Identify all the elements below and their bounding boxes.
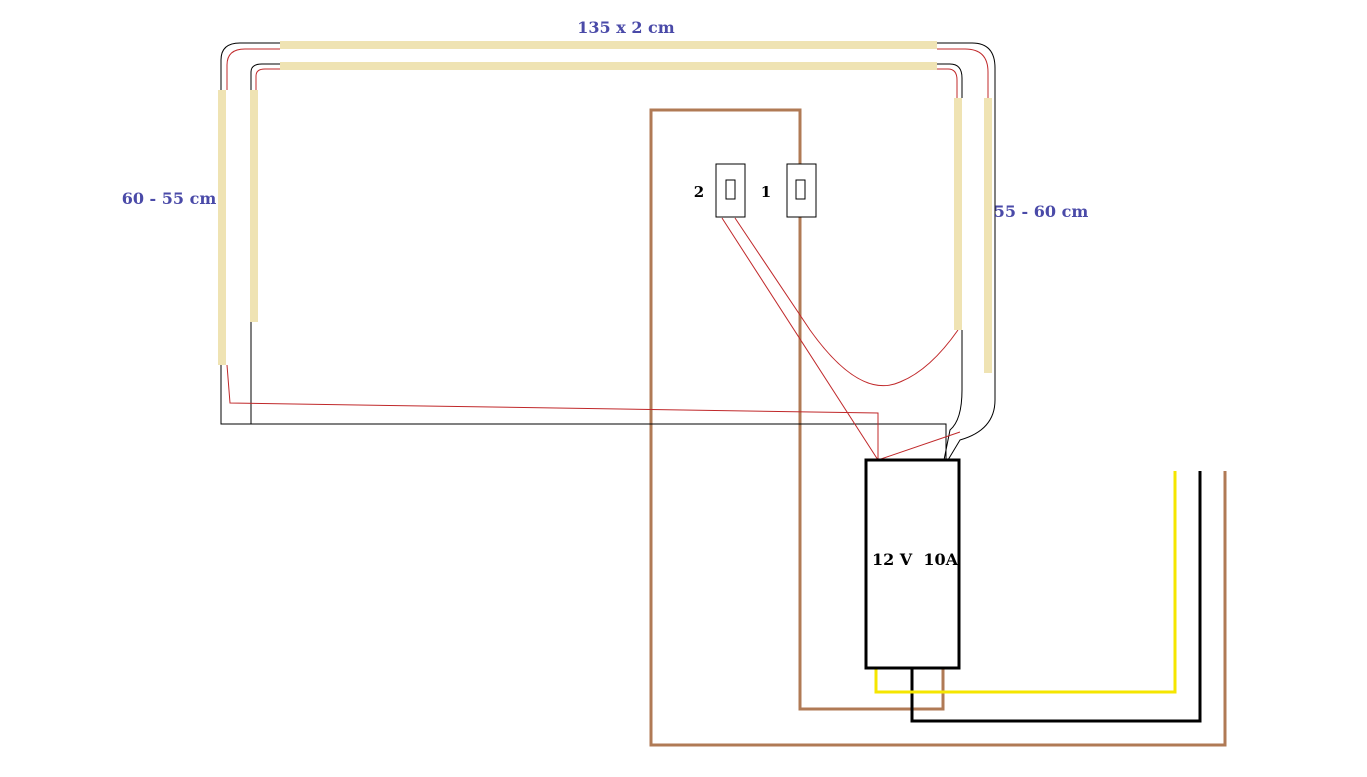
mains-black-wire — [910, 471, 1202, 723]
led-strip-top-inner — [280, 62, 937, 70]
positive-wire-outer-right — [937, 48, 989, 98]
left-strip-label: 60 - 55 cm — [122, 189, 217, 208]
positive-wire-psu-right — [877, 431, 961, 461]
led-strip-right-inner — [954, 98, 962, 330]
positive-wire-switch2-b — [734, 217, 959, 387]
led-strip-left-inner — [250, 90, 258, 322]
led-strip-right-outer — [984, 98, 992, 373]
positive-wire-left-return — [226, 364, 879, 460]
positive-wire-switch2-a — [721, 217, 879, 461]
mains-yellow-wire — [874, 471, 1177, 694]
positive-wire-outer — [226, 48, 280, 90]
led-strip-left-outer — [218, 90, 226, 365]
negative-wire-outer-right — [937, 42, 996, 461]
positive-wire-inner-right — [937, 68, 958, 98]
negative-wire-right-bottom — [943, 330, 963, 461]
switch-2-label: 2 — [694, 183, 704, 201]
rocker-switch-icon — [786, 163, 817, 218]
right-strip-label: 55 - 60 cm — [994, 202, 1089, 221]
mains-brown-outer-wire — [649, 108, 1227, 747]
switch-2-rocker — [725, 179, 736, 200]
negative-wire-outer — [220, 42, 280, 365]
negative-wire-inner — [250, 63, 280, 90]
power-supply-label: 12 V 10A — [872, 550, 959, 569]
negative-wire-bottom-loop — [220, 365, 947, 460]
switch-1-label: 1 — [761, 183, 771, 201]
top-strip-label: 135 x 2 cm — [577, 18, 675, 37]
negative-wire-inner-right — [937, 63, 963, 98]
positive-wire-inner — [255, 68, 280, 90]
power-supply-box — [864, 458, 961, 670]
switch-1-rocker — [795, 179, 806, 200]
rocker-switch-icon — [715, 163, 746, 218]
led-strip-top-outer — [280, 41, 937, 49]
